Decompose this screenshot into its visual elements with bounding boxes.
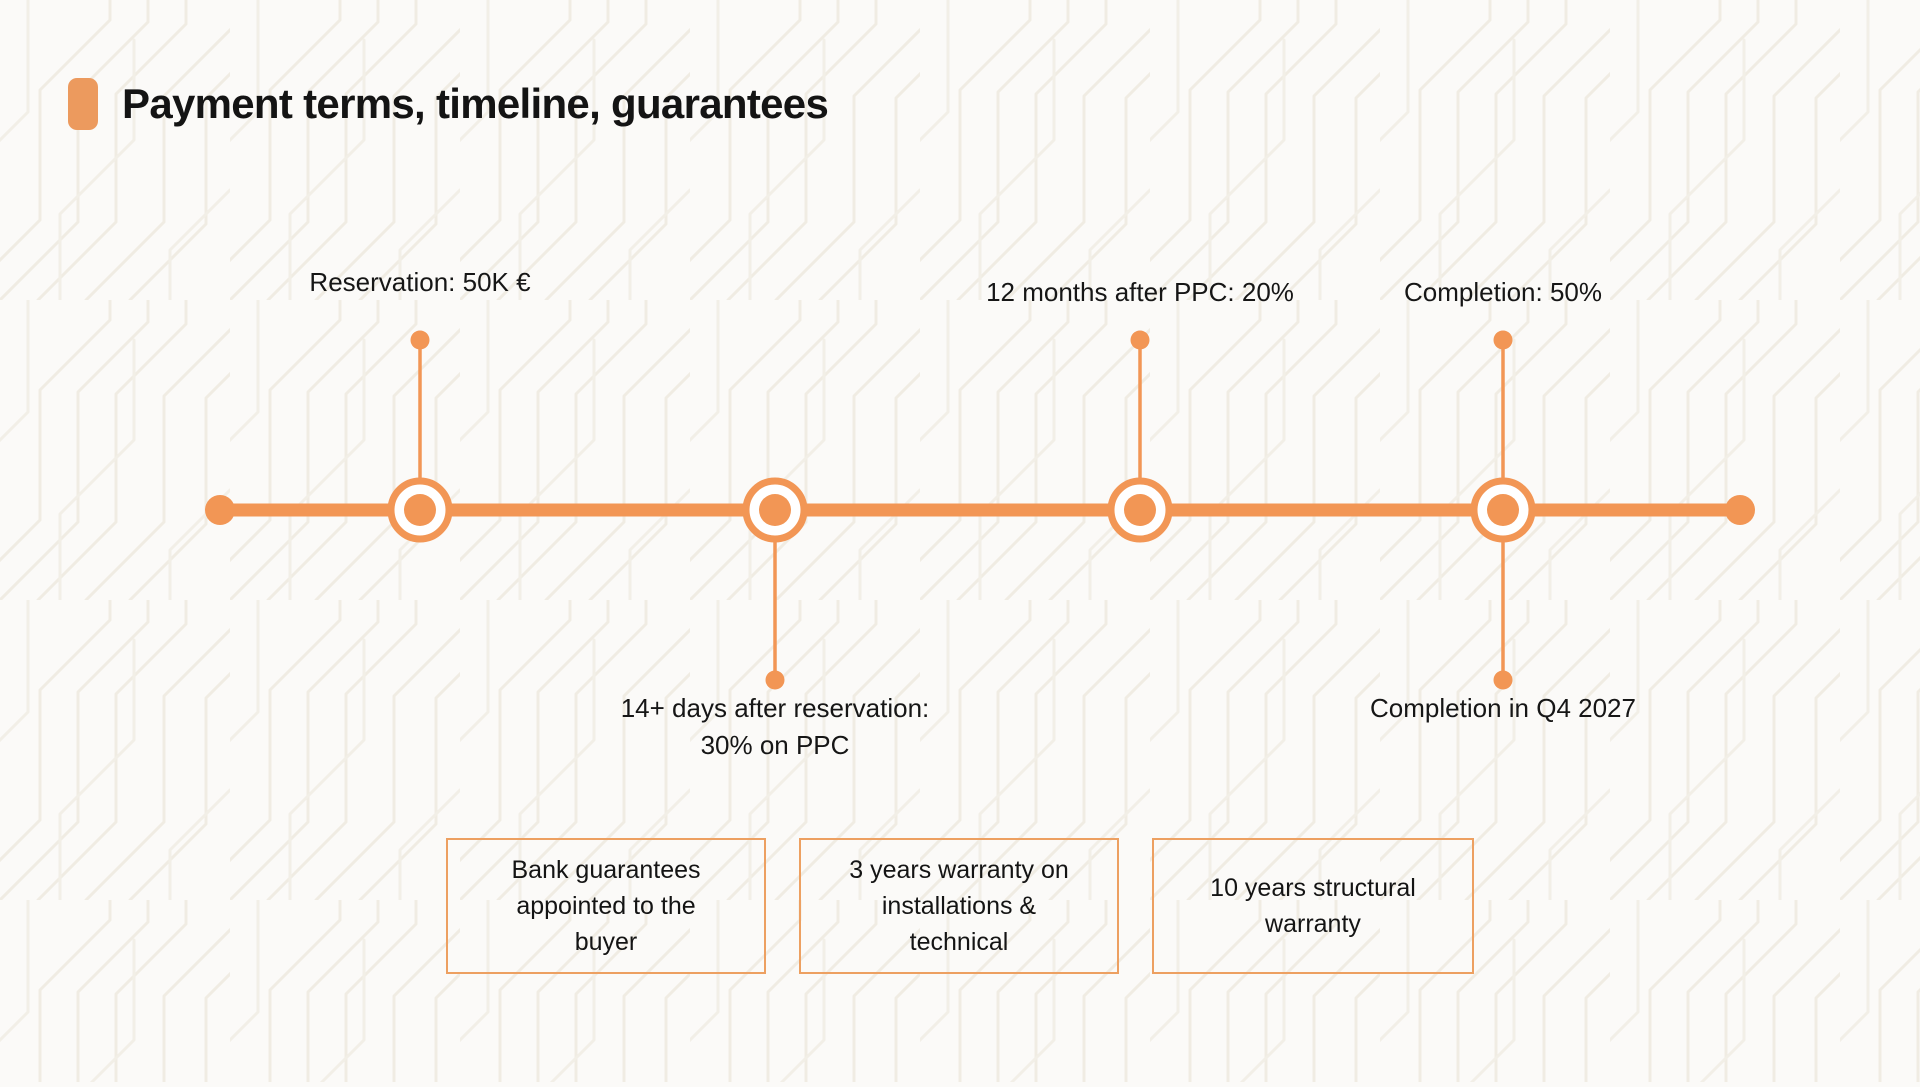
guarantee-box-installations: 3 years warranty on installations & tech… bbox=[799, 838, 1119, 974]
guarantee-box-structural: 10 years structural warranty bbox=[1152, 838, 1474, 974]
node-0-stem-dot-up bbox=[410, 330, 430, 350]
node-3-stem-dot-up bbox=[1493, 330, 1513, 350]
page-title: Payment terms, timeline, guarantees bbox=[68, 78, 829, 130]
guarantee-boxes: Bank guarantees appointed to the buyer 3… bbox=[0, 838, 1920, 974]
node-0-core bbox=[404, 494, 436, 526]
node-3-core bbox=[1487, 494, 1519, 526]
timeline-label-node-completion-below: Completion in Q4 2027 bbox=[1370, 693, 1636, 723]
node-1-core bbox=[759, 494, 791, 526]
timeline-node-0 bbox=[387, 330, 453, 543]
timeline-label-node-12-months-above: 12 months after PPC: 20% bbox=[986, 277, 1294, 307]
timeline-start-dot bbox=[205, 495, 235, 525]
node-3-stem-dot-down bbox=[1493, 670, 1513, 690]
timeline-label-node-completion-above: Completion: 50% bbox=[1404, 277, 1602, 307]
page-title-text: Payment terms, timeline, guarantees bbox=[122, 80, 829, 127]
node-2-stem-dot-up bbox=[1130, 330, 1150, 350]
timeline-label-node-ppc-below: 14+ days after reservation: 30% on PPC bbox=[620, 693, 930, 760]
node-1-stem-dot-down bbox=[765, 670, 785, 690]
timeline-node-1 bbox=[742, 477, 808, 690]
timeline-node-2 bbox=[1107, 330, 1173, 543]
guarantee-box-bank: Bank guarantees appointed to the buyer bbox=[446, 838, 766, 974]
timeline-label-node-reservation-above: Reservation: 50K € bbox=[309, 267, 531, 297]
node-2-core bbox=[1124, 494, 1156, 526]
timeline-end-dot bbox=[1725, 495, 1755, 525]
timeline-node-3 bbox=[1470, 330, 1536, 690]
title-accent-bar bbox=[68, 78, 98, 130]
